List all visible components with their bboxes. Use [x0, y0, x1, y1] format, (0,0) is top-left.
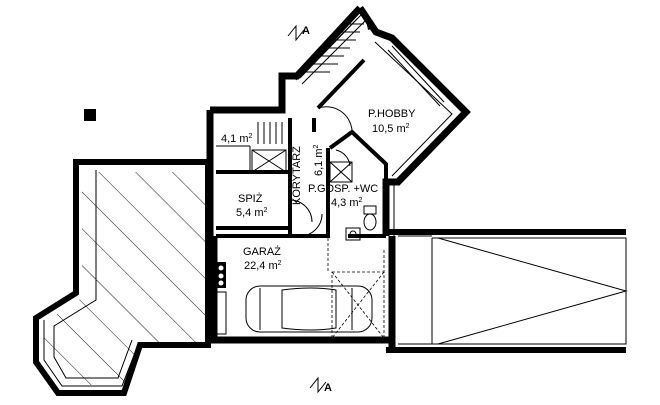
stair-room-area: 4,1 m2: [221, 133, 253, 145]
hall-area: 6,1 m2: [313, 144, 325, 176]
exterior-walls: [206, 5, 626, 353]
garage-name: GARAŻ: [243, 245, 281, 258]
hobby-name: P.HOBBY: [368, 108, 416, 120]
boiler-icon: [251, 149, 287, 173]
hall-label: KORYTARZ: [291, 146, 303, 205]
shower-icon: [329, 161, 353, 183]
hall-area-label: 6,1 m2: [313, 144, 325, 176]
partitions: [216, 58, 388, 238]
carport: [431, 237, 628, 345]
section-mark-top: A: [287, 24, 310, 42]
garage-appliances: [215, 262, 227, 335]
hall-name: KORYTARZ: [291, 146, 303, 205]
north-marker-icon: [84, 109, 96, 121]
small-stairs-icon: [257, 122, 283, 144]
section-mark-bottom: A: [309, 376, 332, 394]
sink-icon: [345, 227, 361, 241]
utility-area: 4,3 m2: [331, 197, 363, 209]
garage-door-tracks: [327, 238, 385, 272]
garage-area: 22,4 m2: [244, 260, 282, 272]
hobby-area: 10,5 m2: [372, 123, 410, 135]
car-icon: [245, 271, 385, 339]
staircase-icon: [299, 17, 374, 79]
section-label-top: A: [302, 25, 310, 37]
utility-name: P.GOSP. +WC: [308, 183, 378, 195]
hobby-window: [387, 45, 445, 107]
pantry-name: SPIŻ: [238, 192, 263, 205]
toilet-icon: [363, 205, 377, 231]
section-label-bottom: A: [324, 382, 332, 394]
terrace: [33, 159, 211, 396]
pantry-area: 5,4 m2: [236, 207, 268, 219]
